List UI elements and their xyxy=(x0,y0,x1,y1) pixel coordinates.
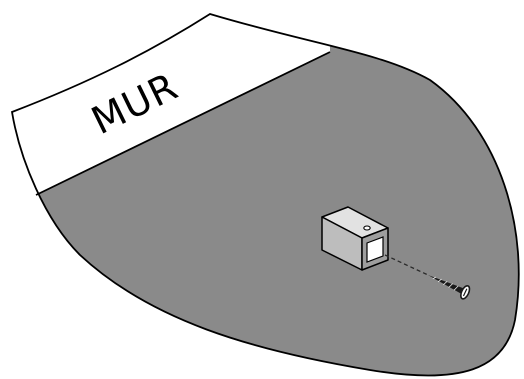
screw-threads xyxy=(432,276,459,291)
screw-head-slot xyxy=(462,288,468,297)
screw xyxy=(428,275,471,300)
alignment-dashed-line xyxy=(384,254,429,276)
block-square-opening xyxy=(366,236,384,263)
oval-outline xyxy=(10,13,520,377)
block-screw-hole xyxy=(363,225,371,231)
mounting-block xyxy=(321,206,389,271)
wall-floor-boundary xyxy=(35,51,331,196)
